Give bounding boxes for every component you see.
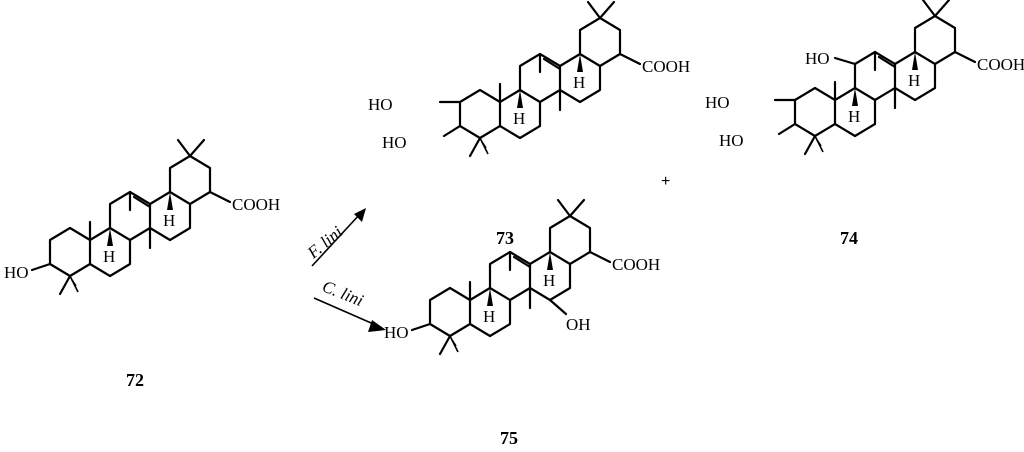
group-75-h18: H [543,271,555,290]
group-74-acid: COOH [977,55,1024,74]
compound-72: HO H H COOH [4,138,280,296]
compound-73: HO HO H H COOH [368,0,690,158]
compound-label-72: 72 [126,370,144,390]
group-75-oh3: HO [384,323,409,342]
group-72-oh3: HO [4,263,29,282]
group-74-h9: H [848,107,860,126]
plus-sign: + [661,173,670,190]
arrow-f-lini: F. lini [303,208,366,267]
reagent-c-lini: C. lini [320,277,367,311]
group-75-oh7: OH [566,315,591,334]
group-75-h9: H [483,307,495,326]
group-73-oh3: HO [382,133,407,152]
group-74-h18: H [908,71,920,90]
group-73-h18: H [573,73,585,92]
group-72-h18: H [163,211,175,230]
reagent-f-lini: F. lini [303,222,346,263]
group-75-acid: COOH [612,255,660,274]
compound-74: HO HO HO H H COOH [705,0,1024,156]
group-74-oh3: HO [719,131,744,150]
arrow-c-lini: C. lini [313,277,386,332]
group-72-acid: COOH [232,195,280,214]
compound-label-75: 75 [500,428,518,448]
group-74-oh2: HO [705,93,730,112]
group-73-oh2: HO [368,95,393,114]
group-73-h9: H [513,109,525,128]
compound-label-73: 73 [496,228,514,248]
compound-75: HO OH H H COOH [384,198,660,356]
group-72-h9: H [103,247,115,266]
group-74-oh11: HO [805,49,830,68]
group-73-acid: COOH [642,57,690,76]
compound-label-74: 74 [840,228,858,248]
